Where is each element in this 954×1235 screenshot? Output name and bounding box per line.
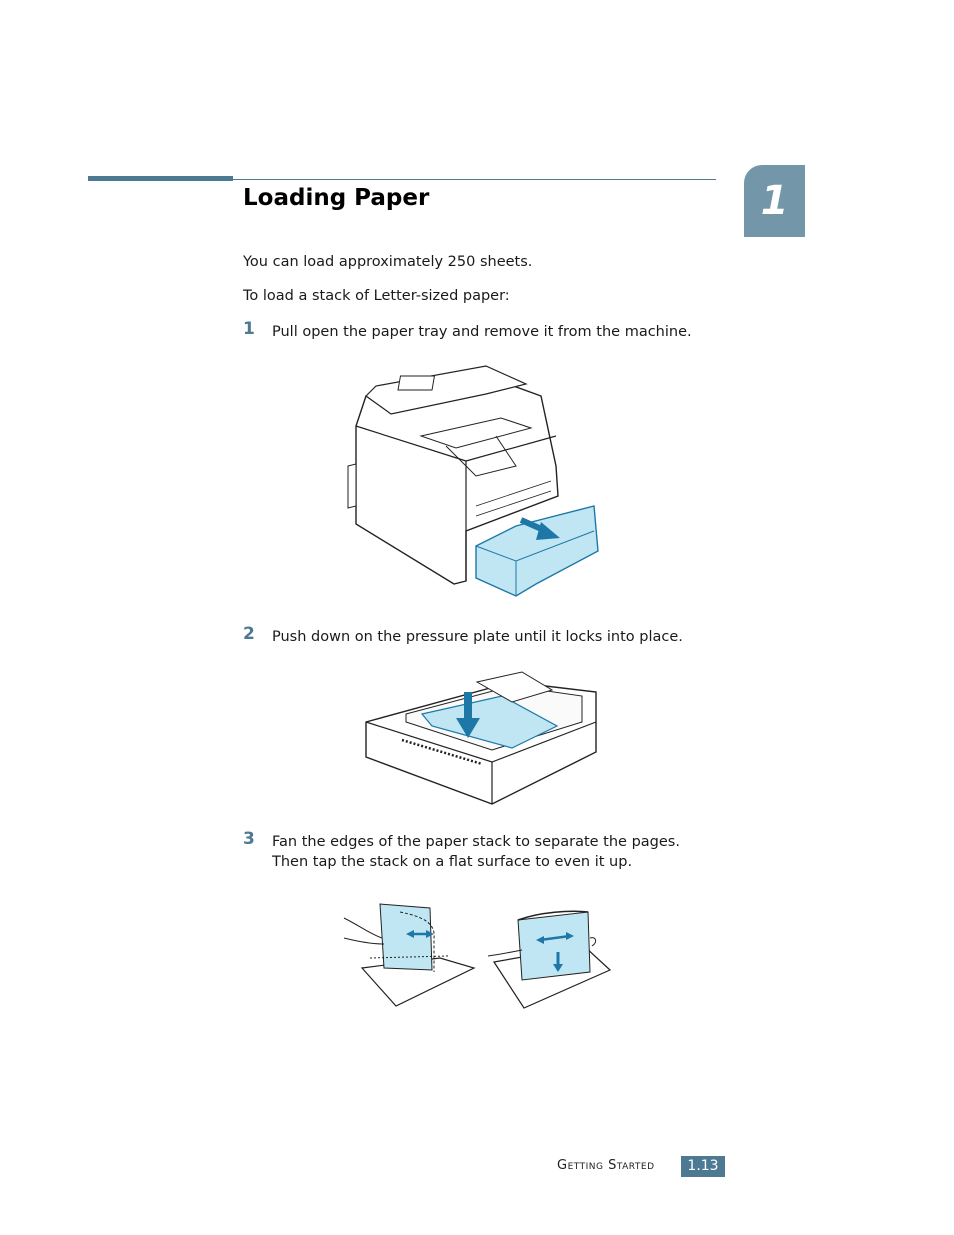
step-text-3-line-1: Fan the edges of the paper stack to sepa… [272,834,680,850]
step-number-2: 2 [243,624,255,644]
page-title: Loading Paper [243,185,430,211]
intro-paragraph-1: You can load approximately 250 sheets. [243,254,533,270]
fan-paper-illustration [343,903,612,1009]
header-rule-thick [88,176,233,181]
footer-page-number: 1.13 [681,1156,725,1177]
step-text-2: Push down on the pressure plate until it… [272,629,683,645]
step-number-3: 3 [243,829,255,849]
printer-tray-illustration [347,365,599,597]
intro-paragraph-2: To load a stack of Letter-sized paper: [243,288,510,304]
pressure-plate-illustration [365,671,597,805]
step-number-1: 1 [243,319,255,339]
footer-section-title: Getting Started [557,1158,655,1173]
chapter-tab: 1 [744,165,805,237]
step-text-1: Pull open the paper tray and remove it f… [272,324,692,340]
step-text-3-line-2: Then tap the stack on a flat surface to … [272,854,633,870]
header-rule-thin [233,179,716,180]
